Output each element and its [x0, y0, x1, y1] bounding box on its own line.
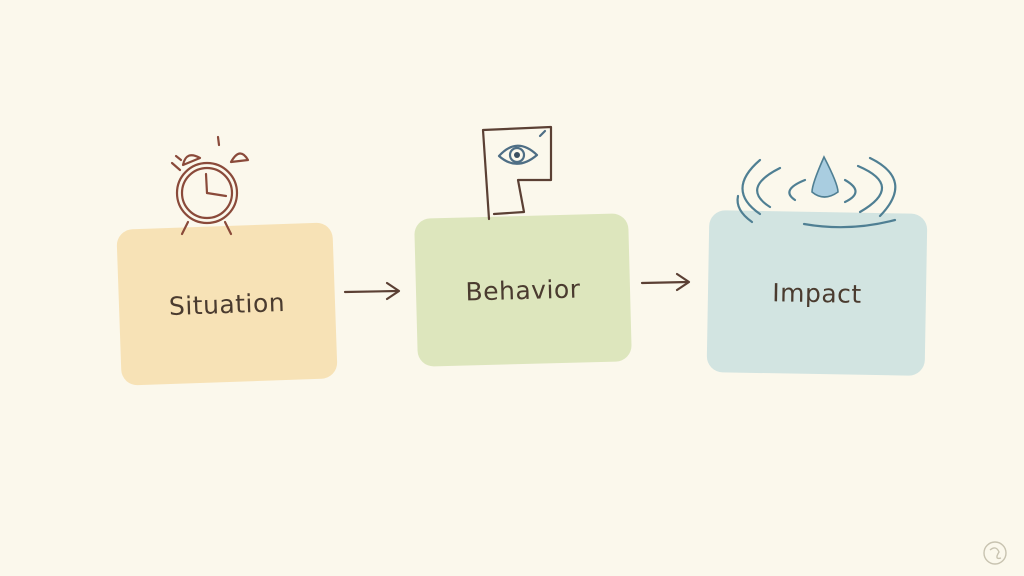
arrow-behavior-to-impact — [640, 272, 691, 292]
arrow-situation-to-behavior — [343, 281, 401, 301]
signature-mark — [983, 541, 1007, 565]
eye-frame-icon — [481, 125, 553, 221]
water-drop-ripple-icon — [736, 155, 897, 229]
alarm-clock-icon — [170, 135, 250, 236]
